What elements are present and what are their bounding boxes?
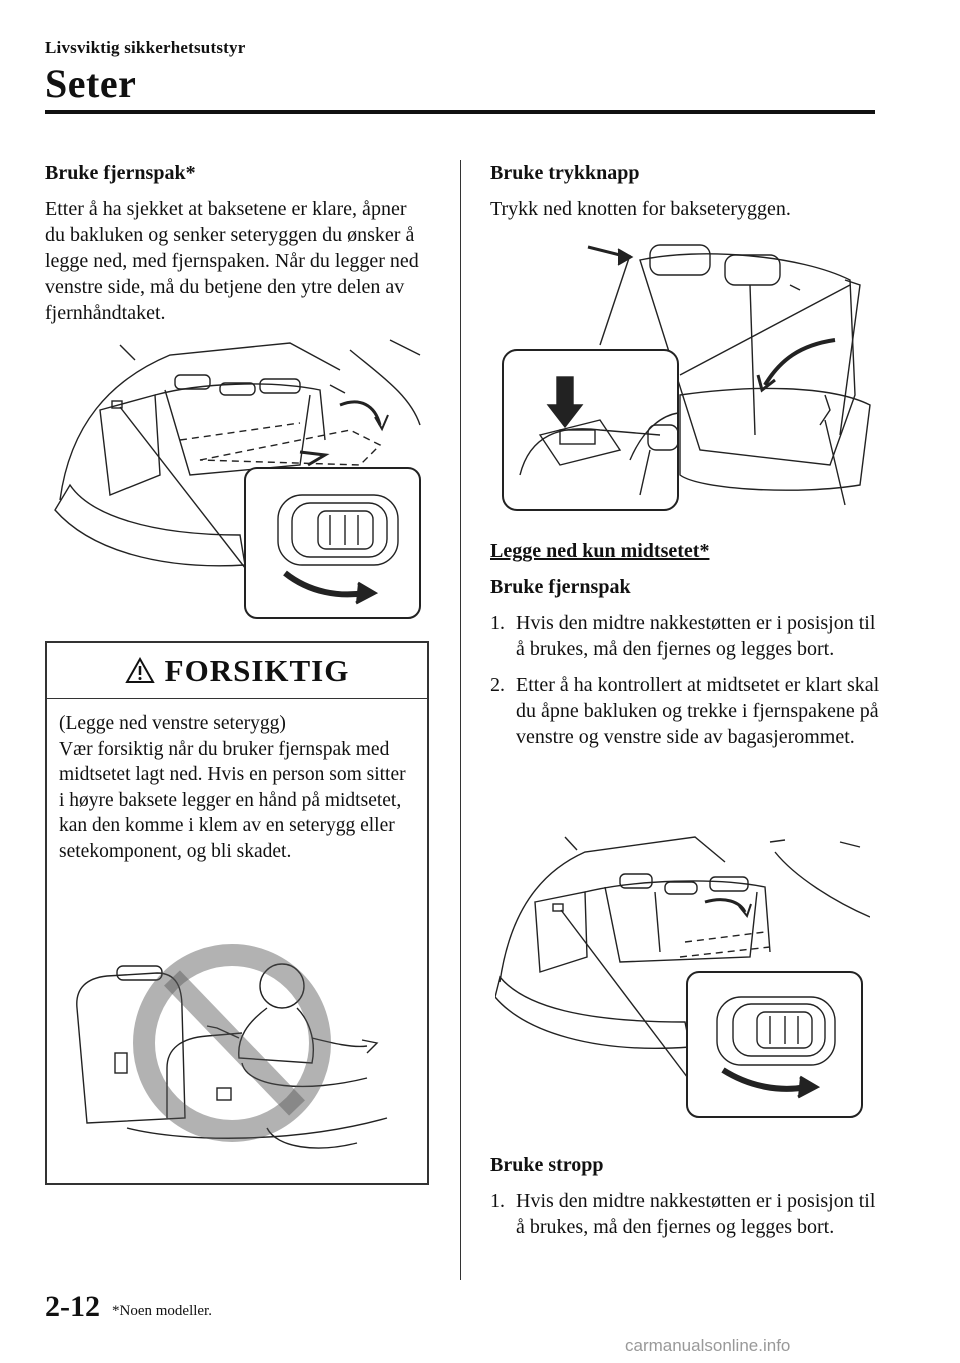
figure-push-knob bbox=[500, 235, 875, 515]
subheading-fold-center: Legge ned kun midtsetet* bbox=[490, 540, 710, 562]
figure-cargo-center-seat bbox=[495, 832, 870, 1122]
watermark: carmanualsonline.info bbox=[625, 1336, 791, 1355]
warning-triangle-icon bbox=[124, 657, 155, 683]
caution-body: (Legge ned venstre seterygg) Vær forsikt… bbox=[47, 699, 427, 864]
right-column-strap: Bruke stropp 1. Hvis den midtre nakkestø… bbox=[490, 1152, 880, 1240]
footnote: *Noen modeller. bbox=[112, 1303, 212, 1319]
caution-header: FORSIKTIG bbox=[47, 643, 427, 699]
heading-remote-lever: Bruke fjernspak* bbox=[45, 162, 196, 184]
caution-text: Vær forsiktig når du bruker fjernspak me… bbox=[59, 738, 406, 862]
list-item: 1. Hvis den midtre nakkestøtten er i pos… bbox=[490, 612, 876, 660]
heading-remote-lever-2: Bruke fjernspak bbox=[490, 576, 631, 598]
right-column-bottom: Legge ned kun midtsetet* Bruke fjernspak… bbox=[490, 538, 880, 750]
push-button-paragraph: Trykk ned knotten for bakseteryggen. bbox=[490, 198, 791, 220]
figure-cargo-remote-lever bbox=[50, 335, 425, 625]
caution-title: FORSIKTIG bbox=[164, 652, 350, 688]
section-label: Livsviktig sikkerhetsutstyr bbox=[45, 38, 246, 57]
figure-prohibition-hand bbox=[67, 928, 412, 1168]
heading-push-button: Bruke trykknapp bbox=[490, 162, 640, 184]
list-item: 2. Etter å ha kontrollert at midtsetet e… bbox=[490, 674, 880, 748]
caution-subtitle: (Legge ned venstre seterygg) bbox=[59, 713, 286, 734]
column-divider bbox=[460, 160, 461, 1280]
right-column-top: Bruke trykknapp Trykk ned knotten for ba… bbox=[490, 160, 880, 222]
left-column-text: Bruke fjernspak* Etter å ha sjekket at b… bbox=[45, 160, 425, 326]
heading-strap: Bruke stropp bbox=[490, 1154, 604, 1176]
list-item: 1. Hvis den midtre nakkestøtten er i pos… bbox=[490, 1190, 876, 1238]
caution-box: FORSIKTIG (Legge ned venstre seterygg) V… bbox=[45, 641, 429, 1185]
header-rule bbox=[45, 110, 875, 114]
page-title: Seter bbox=[45, 61, 137, 106]
page-number: 2-12 bbox=[45, 1290, 100, 1323]
remote-lever-paragraph: Etter å ha sjekket at baksetene er klare… bbox=[45, 198, 419, 324]
